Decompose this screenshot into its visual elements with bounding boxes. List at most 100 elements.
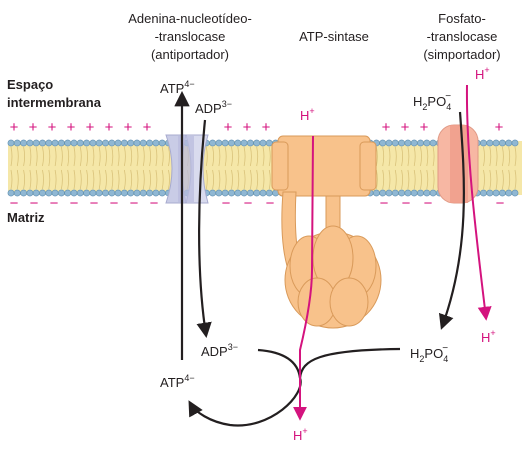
plus-sign: + bbox=[48, 119, 57, 136]
lipid-tail bbox=[243, 146, 246, 167]
lipid-head bbox=[398, 139, 405, 147]
lipid-tail bbox=[388, 146, 391, 167]
lipid-tail bbox=[514, 146, 517, 167]
lipid-head bbox=[13, 139, 21, 147]
lipid-head bbox=[221, 139, 229, 147]
minus-sign: − bbox=[150, 195, 159, 212]
lipid-tail bbox=[79, 169, 82, 190]
lipid-tail bbox=[155, 146, 158, 167]
lipid-head bbox=[114, 189, 122, 197]
lipid-head bbox=[26, 189, 34, 197]
lipid-tail bbox=[489, 146, 492, 167]
lipid-head bbox=[410, 189, 418, 197]
lipid-tail bbox=[124, 169, 126, 190]
proton-label-synthase-top: H+ bbox=[300, 106, 315, 123]
lipid-tail bbox=[16, 169, 19, 190]
lipid-head bbox=[70, 139, 78, 147]
lipid-head bbox=[13, 189, 21, 197]
plus-sign: + bbox=[382, 119, 391, 136]
lipid-tail bbox=[218, 169, 221, 190]
minus-sign: − bbox=[266, 195, 275, 212]
adp-label-matrix: ADP3− bbox=[201, 342, 238, 359]
plus-sign: + bbox=[243, 119, 252, 136]
lipid-tail bbox=[61, 146, 63, 167]
lipid-tail bbox=[243, 169, 246, 190]
minus-sign: − bbox=[244, 195, 253, 212]
lipid-head bbox=[228, 139, 235, 147]
lipid-head bbox=[240, 189, 248, 197]
lipid-head bbox=[158, 139, 166, 147]
lipid-head bbox=[240, 139, 248, 147]
lipid-tail bbox=[212, 169, 214, 190]
lipid-tail bbox=[432, 146, 435, 167]
lipid-tail bbox=[224, 169, 227, 190]
lipid-tail bbox=[136, 146, 139, 167]
lipid-tail bbox=[420, 169, 422, 190]
lipid-tail bbox=[29, 169, 32, 190]
adp-label-top: ADP3− bbox=[195, 99, 232, 116]
antiporter-title-line-1: Adenina-nucleotídeo- bbox=[128, 11, 252, 26]
lipid-head bbox=[127, 139, 135, 147]
lipid-head bbox=[246, 139, 254, 147]
lipid-head bbox=[146, 139, 153, 147]
lipid-head bbox=[95, 189, 103, 197]
lipid-head bbox=[379, 139, 387, 147]
lipid-head bbox=[429, 139, 437, 147]
lipid-head bbox=[417, 189, 424, 197]
lipid-tail bbox=[155, 169, 158, 190]
plus-sign: + bbox=[420, 119, 429, 136]
lipid-tail bbox=[205, 169, 208, 190]
lipid-head bbox=[486, 189, 494, 197]
positive-charge-row: +++++++++++++++ bbox=[10, 119, 504, 136]
proton-label-synthase-matrix: H+ bbox=[293, 426, 308, 443]
phosphate-to-synthesis-line bbox=[298, 347, 401, 379]
lipid-head bbox=[7, 139, 15, 147]
lipid-head bbox=[32, 139, 40, 147]
atp-synthase-complex bbox=[271, 135, 382, 329]
lipid-head bbox=[215, 139, 223, 147]
lipid-head bbox=[511, 139, 519, 147]
lipid-head bbox=[221, 189, 229, 197]
lipid-tail bbox=[168, 169, 170, 190]
lipid-head bbox=[404, 139, 412, 147]
symporter-title-line-3: (simportador) bbox=[423, 47, 500, 62]
lipid-head bbox=[379, 189, 387, 197]
lipid-tail bbox=[35, 169, 38, 190]
lipid-tail bbox=[489, 169, 492, 190]
plus-sign: + bbox=[10, 119, 19, 136]
plus-sign: + bbox=[143, 119, 152, 136]
lipid-head bbox=[108, 189, 116, 197]
lipid-head bbox=[133, 189, 141, 197]
lipid-tail bbox=[130, 146, 133, 167]
proton-flow-synthase-arrow bbox=[293, 135, 314, 421]
lipid-tail bbox=[495, 146, 498, 167]
lipid-head bbox=[102, 189, 109, 197]
lipid-tail bbox=[256, 169, 259, 190]
proton-label-symporter-matrix: H+ bbox=[481, 328, 496, 345]
lipid-tail bbox=[508, 169, 511, 190]
lipid-head bbox=[423, 139, 431, 147]
lipid-tail bbox=[149, 169, 151, 190]
lipid-head bbox=[58, 139, 65, 147]
lipid-head bbox=[158, 189, 166, 197]
lipid-tail bbox=[61, 169, 63, 190]
lipid-head bbox=[259, 189, 267, 197]
lipid-tail bbox=[250, 169, 252, 190]
minus-sign: − bbox=[222, 195, 231, 212]
lipid-head bbox=[26, 139, 34, 147]
plus-sign: + bbox=[105, 119, 114, 136]
lipid-tail bbox=[73, 169, 76, 190]
proton-flow-symporter-arrow bbox=[465, 84, 492, 321]
lipid-tail bbox=[432, 169, 435, 190]
lipid-tail bbox=[92, 146, 95, 167]
lipid-tail bbox=[130, 169, 133, 190]
plus-sign: + bbox=[124, 119, 133, 136]
lipid-head bbox=[152, 189, 160, 197]
lipid-head bbox=[259, 139, 267, 147]
lipid-head bbox=[480, 189, 487, 197]
plus-sign: + bbox=[67, 119, 76, 136]
lipid-head bbox=[209, 139, 216, 147]
lipid-head bbox=[391, 189, 399, 197]
lipid-head bbox=[127, 189, 135, 197]
